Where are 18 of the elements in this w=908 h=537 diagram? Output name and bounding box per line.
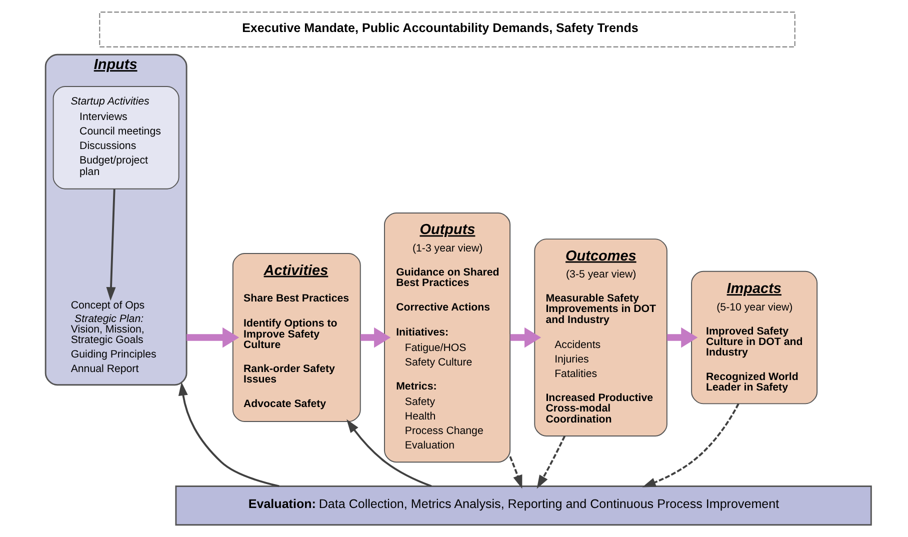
- node-box: Evaluation: Data Collection, Metrics Analysis, Reporting and Continuous Process Improvement: [174, 486, 872, 526]
- node-box: Startup Activities Interviews Council meetings Discussions Budget/project plan: [52, 86, 179, 190]
- arrow: [536, 436, 566, 489]
- node-box: Outputs (1-3 year view) Guidance on Shared Best Practices Corrective Actions Initiatives: Fatigue/HOS Safety Culture Metrics: Safety Health Process Change Evaluation: [384, 212, 510, 463]
- arrow: [508, 456, 522, 489]
- arrow: [106, 189, 116, 301]
- arrow: [510, 327, 541, 348]
- node-box: Activities Share Best Practices Identify Options to Improve Safety Culture Rank-order Safety Issues Advocate Safety: [232, 253, 360, 422]
- arrow: [642, 403, 739, 488]
- arrow: [186, 327, 239, 348]
- arrow: [346, 419, 432, 488]
- node-box: Impacts (5-10 year view) Improved Safety Culture in DOT and Industry Recognized World Leader in Safety: [690, 270, 818, 404]
- node-text: Concept of Ops Strategic Plan: Vision, Mission, Strategic Goals Guiding Principles Annual Report: [70, 299, 156, 376]
- arrow: [666, 327, 698, 348]
- arrow: [360, 327, 390, 348]
- node-box: Outcomes (3-5 year view) Measurable Safety Improvements in DOT and Industry Accidents Injuries Fatalities Increased Productive Cross-modal Coordination: [534, 238, 667, 436]
- node-box: Executive Mandate, Public Accountability Demands, Safety Trends: [98, 12, 795, 48]
- arrow: [178, 382, 279, 488]
